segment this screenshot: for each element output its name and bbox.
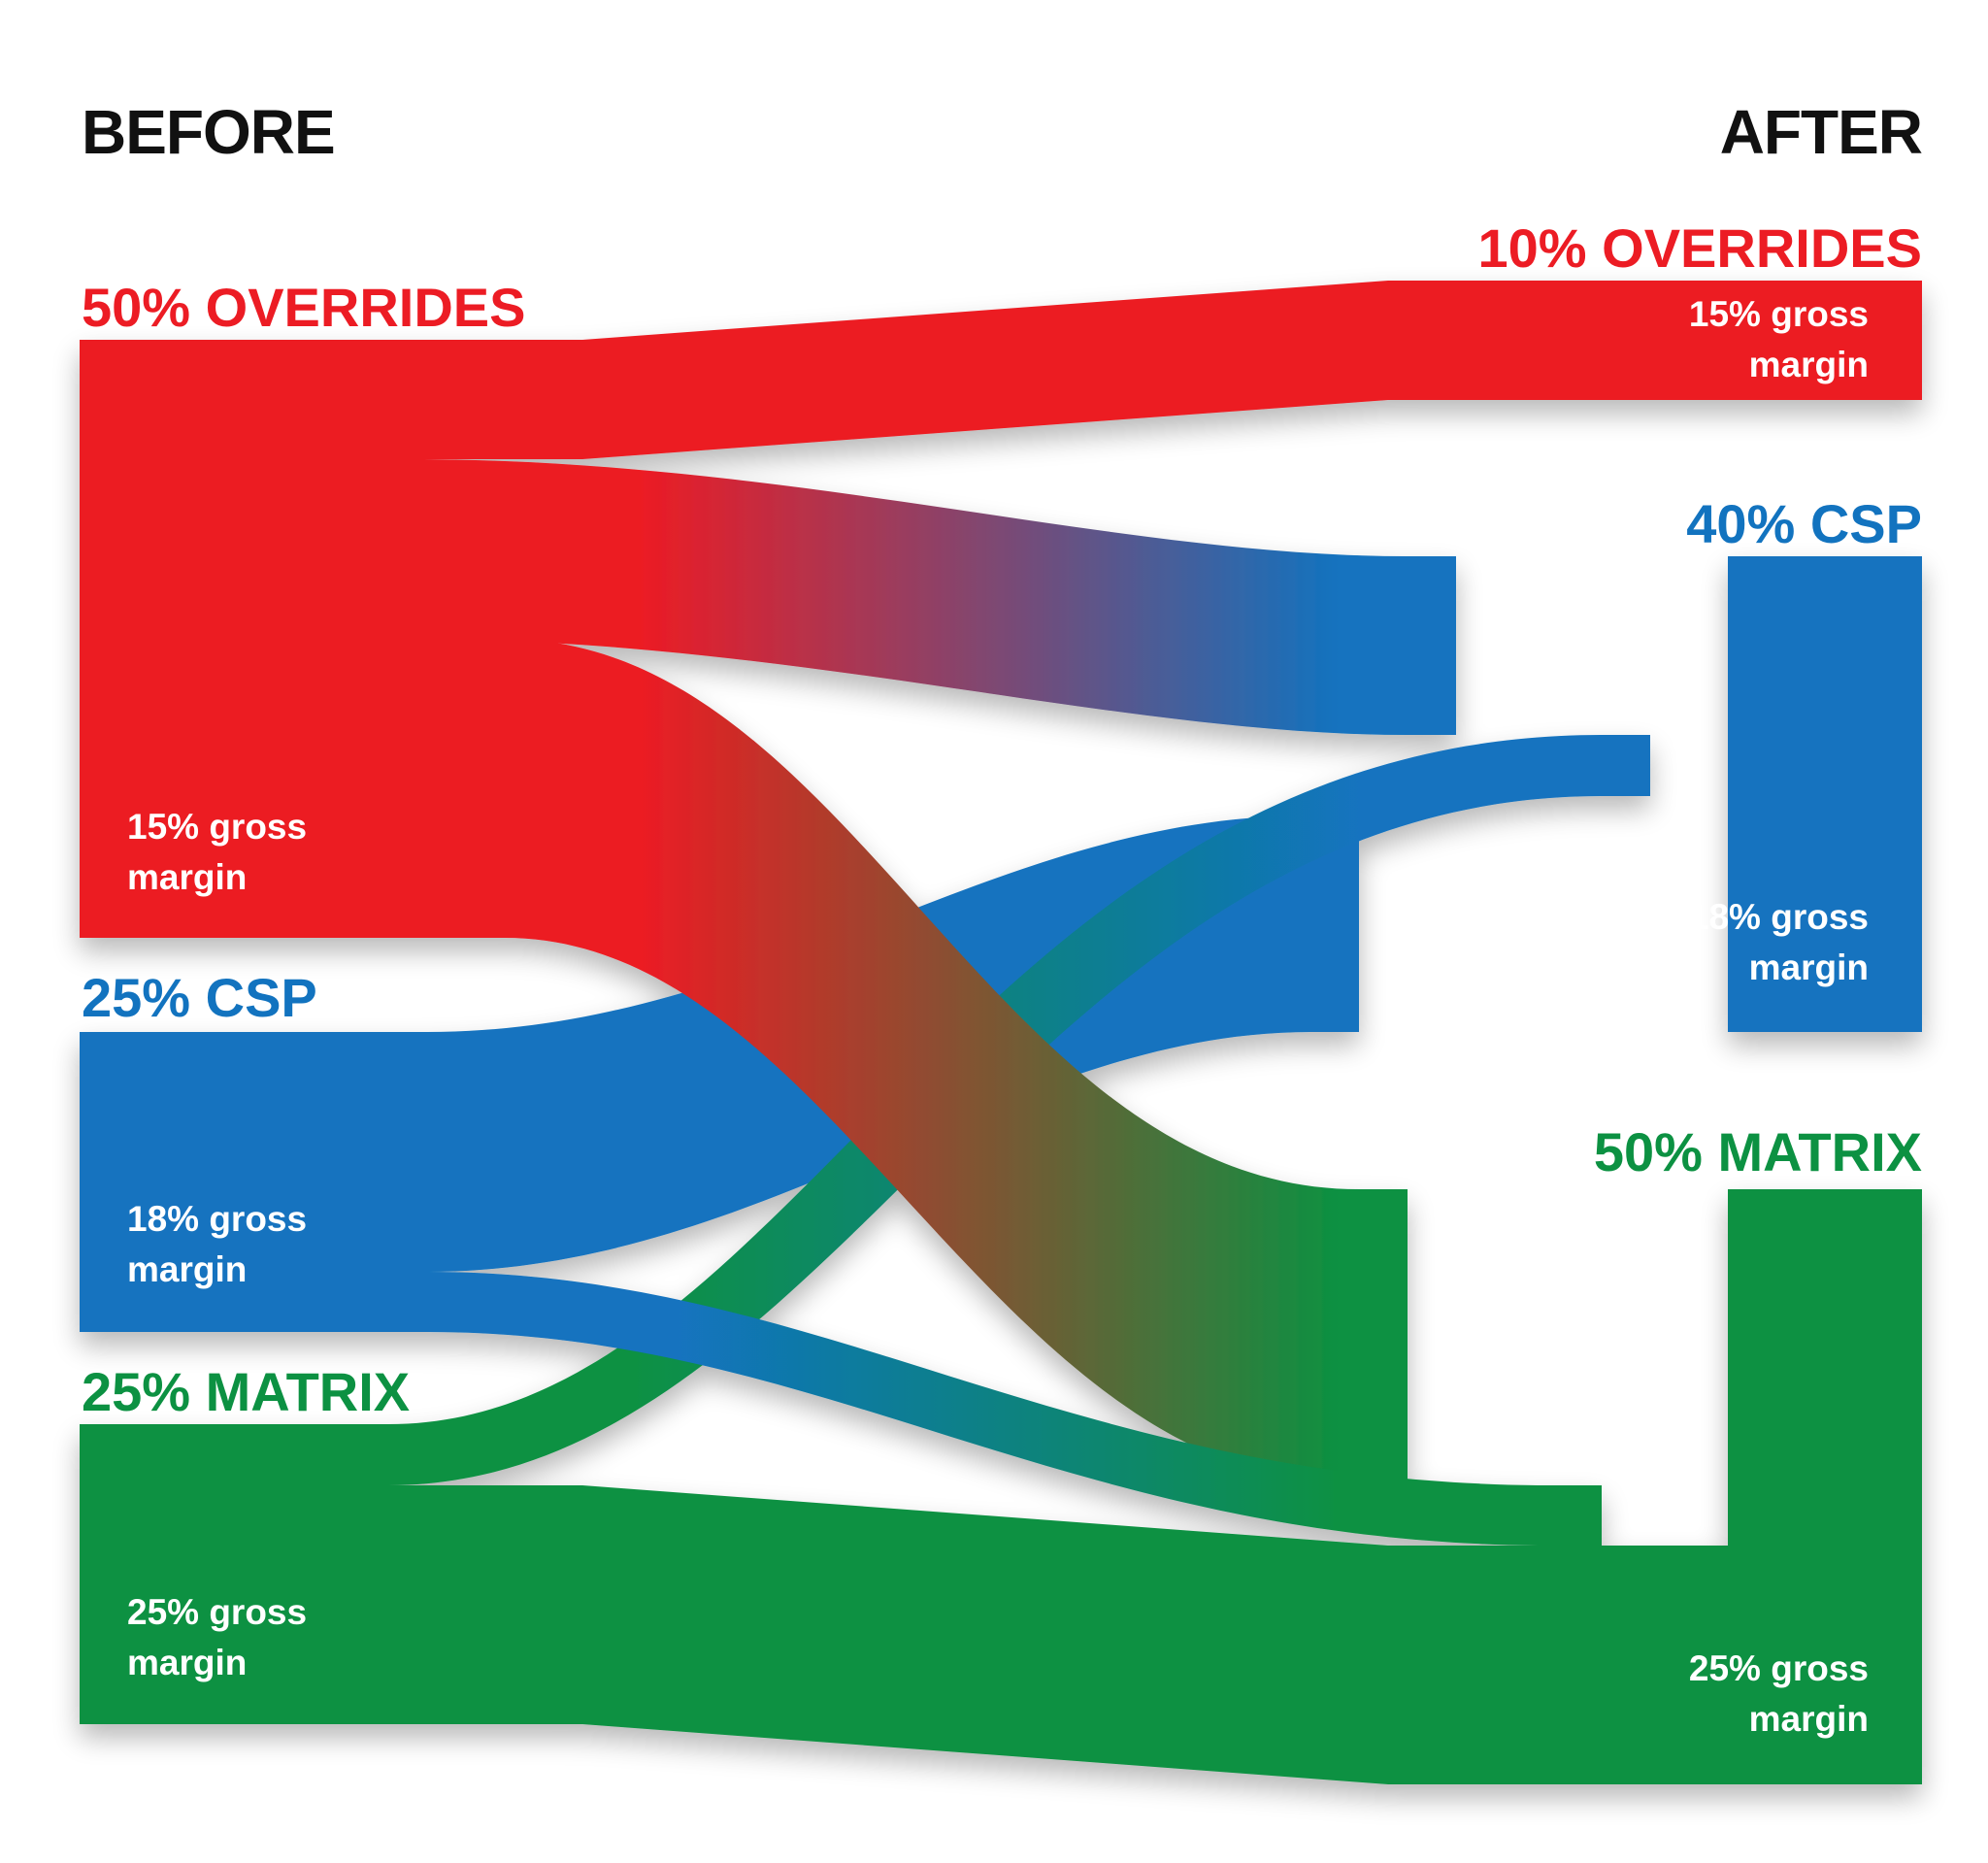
- node-after-matrix: [1728, 1189, 1922, 1784]
- before-matrix-margin-line1: 25% gross: [127, 1592, 308, 1632]
- after-csp-margin-line2: margin: [1748, 948, 1869, 987]
- before-overrides-label: 50% OVERRIDES: [82, 277, 526, 338]
- before-csp-margin: 18% gross margin: [127, 1194, 307, 1295]
- after-csp-label: 40% CSP: [1686, 493, 1922, 554]
- after-overrides-margin: 15% gross margin: [1689, 289, 1869, 390]
- after-overrides-margin-line1: 15% gross: [1688, 294, 1869, 334]
- before-overrides-margin-line1: 15% gross: [127, 807, 308, 847]
- flow-overrides-to-overrides: [80, 281, 1922, 459]
- before-csp-margin-line2: margin: [127, 1249, 248, 1289]
- before-csp-margin-line1: 18% gross: [127, 1199, 308, 1239]
- flow-csp-to-csp: [80, 815, 1359, 1272]
- node-after-overrides: [1728, 281, 1922, 400]
- node-before-csp: [80, 1032, 274, 1332]
- before-matrix-label: 25% MATRIX: [82, 1361, 411, 1422]
- node-after-csp: [1728, 556, 1922, 1032]
- before-matrix-margin: 25% gross margin: [127, 1587, 307, 1688]
- after-heading: AFTER: [1719, 97, 1923, 167]
- flow-overrides-to-matrix: [80, 639, 1408, 1485]
- after-csp-margin-line1: 18% gross: [1688, 897, 1869, 937]
- flow-csp-to-matrix: [80, 1272, 1602, 1546]
- flow-overrides-to-csp: [80, 459, 1456, 735]
- after-overrides-label: 10% OVERRIDES: [1477, 217, 1923, 279]
- after-overrides-margin-line2: margin: [1748, 345, 1869, 384]
- before-matrix-margin-line2: margin: [127, 1643, 248, 1682]
- node-before-overrides: [80, 340, 274, 938]
- after-matrix-label: 50% MATRIX: [1593, 1121, 1922, 1182]
- after-csp-margin: 18% gross margin: [1689, 892, 1869, 993]
- after-matrix-margin: 25% gross margin: [1689, 1644, 1869, 1745]
- before-overrides-margin: 15% gross margin: [127, 802, 307, 903]
- before-heading: BEFORE: [82, 97, 336, 167]
- before-csp-label: 25% CSP: [82, 967, 317, 1028]
- flow-matrix-to-matrix: [80, 1485, 1922, 1784]
- before-overrides-margin-line2: margin: [127, 857, 248, 897]
- after-matrix-margin-line2: margin: [1748, 1699, 1869, 1739]
- node-before-matrix: [80, 1424, 274, 1724]
- after-matrix-margin-line1: 25% gross: [1688, 1648, 1869, 1688]
